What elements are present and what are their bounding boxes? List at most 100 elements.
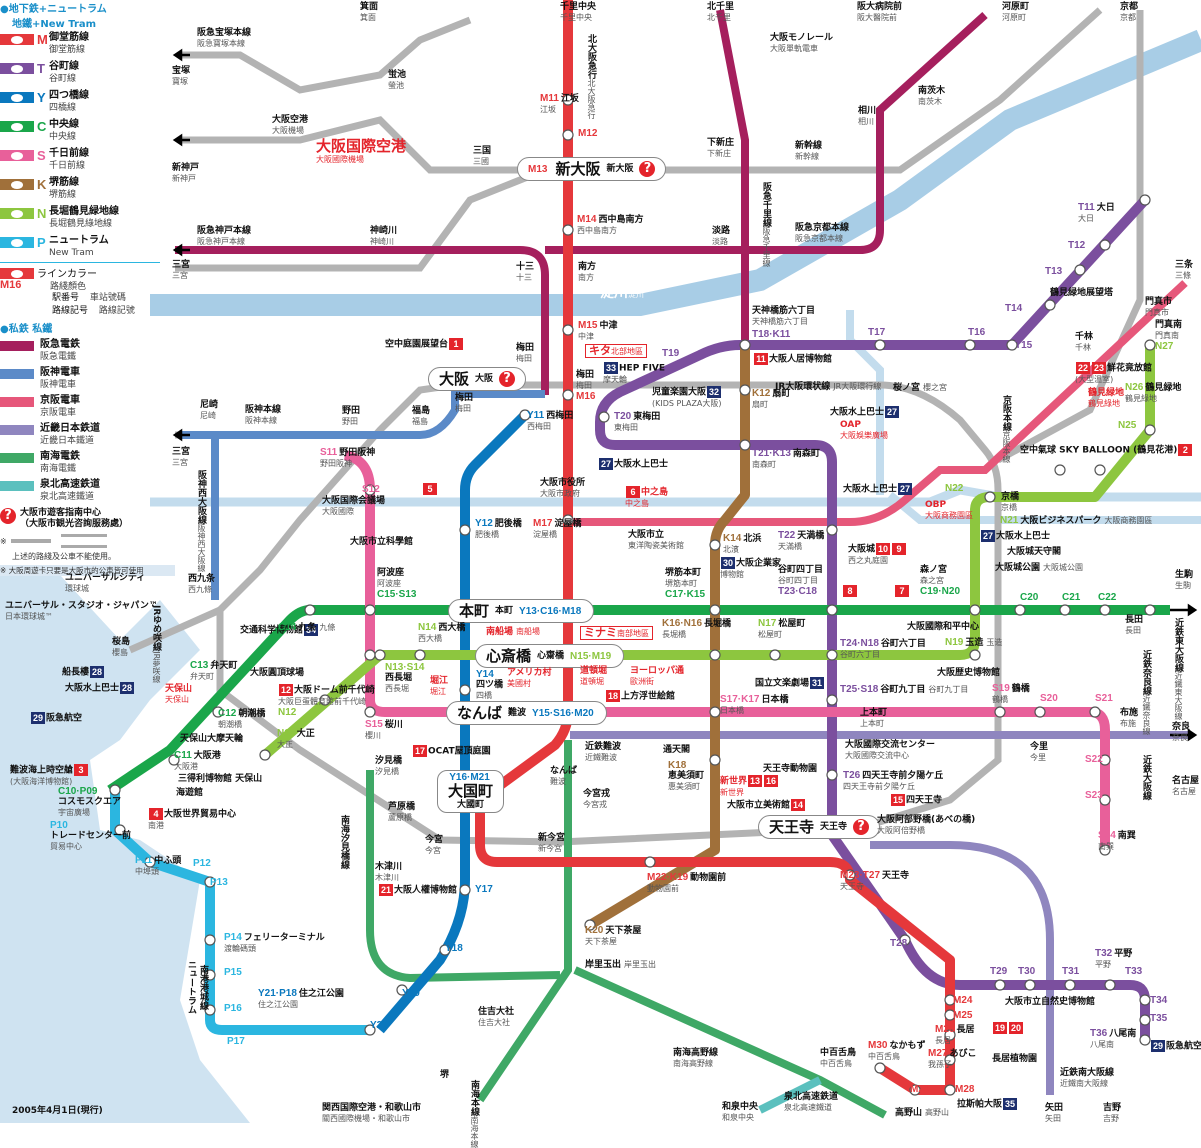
station-marker[interactable]	[709, 539, 721, 551]
station-label[interactable]: 布施布施	[1120, 708, 1138, 729]
station-marker[interactable]	[739, 384, 751, 396]
spot-number-badge[interactable]: 27	[898, 483, 913, 495]
station-label[interactable]: アメリカ村美國村	[507, 668, 552, 689]
station-label[interactable]: 三宮三宮	[172, 447, 190, 468]
station-marker[interactable]	[1099, 754, 1111, 766]
station-label[interactable]: 北大阪急行北大阪急行	[585, 34, 596, 119]
station-marker[interactable]	[1074, 264, 1086, 276]
station-marker[interactable]	[844, 869, 856, 881]
station-marker[interactable]	[1099, 604, 1111, 616]
station-marker[interactable]	[439, 944, 451, 956]
station-label[interactable]: 南船場南船場	[486, 627, 540, 638]
station-label[interactable]: 矢田矢田	[1045, 1103, 1063, 1124]
station-label[interactable]: 中百舌鳥中百舌鳥	[820, 1048, 856, 1069]
station-label[interactable]: 千林千林	[1075, 332, 1093, 353]
station-label[interactable]: 天保山天保山	[165, 684, 192, 705]
station-label[interactable]: 京阪本線京阪本線	[1000, 395, 1011, 463]
station-marker[interactable]	[874, 1062, 886, 1074]
station-label[interactable]: 大阪国際会議場大阪國際	[322, 496, 385, 517]
station-marker[interactable]	[459, 524, 471, 536]
spot-number-badge[interactable]: 23	[1092, 362, 1107, 374]
station-label[interactable]: 箕面箕面	[360, 2, 378, 23]
spot-number-badge[interactable]: 13	[748, 775, 763, 787]
station-marker[interactable]	[709, 604, 721, 616]
station-label[interactable]: 天神橋筋六丁目天神橋筋六丁目	[752, 306, 815, 327]
station-marker[interactable]	[1099, 794, 1111, 806]
station-marker[interactable]	[709, 706, 721, 718]
station-label[interactable]: 相川相川	[858, 106, 876, 127]
station-marker[interactable]	[826, 604, 838, 616]
station-label[interactable]: 大阪市役所大阪市政府	[540, 478, 585, 499]
spot-number-badge[interactable]: 34	[304, 624, 319, 636]
spot-number-badge[interactable]: 11	[754, 353, 768, 365]
station-marker[interactable]	[899, 934, 911, 946]
station-marker[interactable]	[969, 649, 981, 661]
spot-number-badge[interactable]: 27	[599, 458, 614, 470]
spot-number-badge[interactable]: 29	[31, 712, 46, 724]
station-label[interactable]: 南海高野線南海高野線	[673, 1048, 718, 1069]
station-marker[interactable]	[598, 411, 610, 423]
station-label[interactable]: 阪神西大阪線阪神西大阪線	[195, 470, 206, 572]
station-marker[interactable]	[739, 439, 751, 451]
spot-number-badge[interactable]: 8	[843, 585, 857, 597]
spot-number-badge[interactable]: 33	[604, 362, 619, 374]
station-marker[interactable]	[1144, 424, 1156, 436]
station-label[interactable]: なんば難波	[550, 766, 577, 787]
spot-number-badge[interactable]: 9	[892, 543, 907, 555]
station-marker[interactable]	[826, 769, 838, 781]
spot-number-badge[interactable]: 19	[993, 1022, 1008, 1034]
station-marker[interactable]	[1094, 464, 1106, 476]
station-marker[interactable]	[168, 754, 180, 766]
station-marker[interactable]	[1139, 1014, 1151, 1026]
station-label[interactable]: 京都京都	[1120, 2, 1138, 23]
station-label[interactable]: 生駒生駒	[1175, 570, 1193, 591]
station-label[interactable]: 梅田梅田	[516, 343, 534, 364]
station-label[interactable]: 桜島櫻島	[112, 637, 130, 658]
station-label[interactable]: 近鉄東大阪線近鐵東大阪線	[1172, 618, 1183, 720]
station-marker[interactable]	[204, 934, 216, 946]
station-label[interactable]: JRゆめ咲線JR夢咲線	[150, 605, 161, 683]
station-marker[interactable]	[1054, 464, 1066, 476]
station-marker[interactable]	[826, 649, 838, 661]
station-marker[interactable]	[1006, 339, 1018, 351]
station-label[interactable]: 淡路淡路	[712, 226, 730, 247]
station-marker[interactable]	[984, 491, 996, 503]
station-marker[interactable]	[1099, 239, 1111, 251]
station-marker[interactable]	[1099, 844, 1111, 856]
station-label[interactable]: 三条三條	[1175, 260, 1193, 281]
station-marker[interactable]	[562, 324, 574, 336]
spot-number-badge[interactable]: 14	[791, 799, 806, 811]
spot-number-badge[interactable]: 29	[1151, 1040, 1166, 1052]
station-label[interactable]: 南方南方	[578, 262, 596, 283]
